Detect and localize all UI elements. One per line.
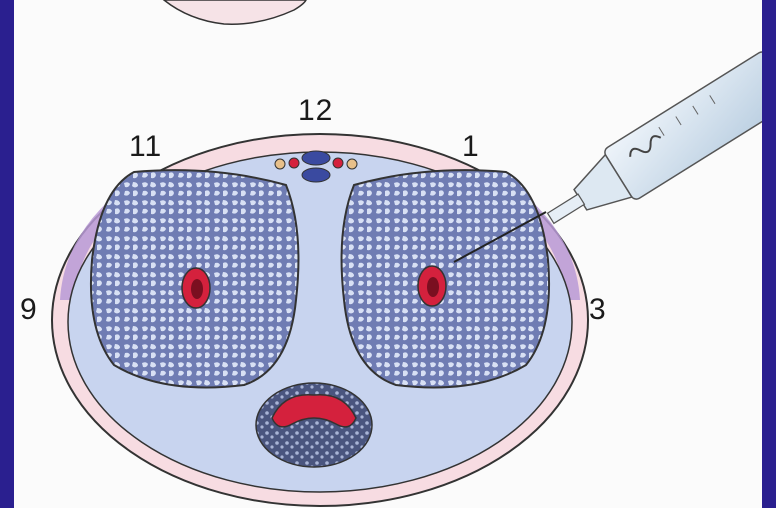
label-11: 11	[129, 130, 162, 164]
illustration-panel: 12 11 1 9 3	[14, 0, 762, 508]
label-1: 1	[462, 130, 480, 164]
label-9: 9	[20, 293, 38, 327]
syringe	[535, 50, 762, 244]
penis-cross-section-diagram	[14, 0, 762, 508]
label-12: 12	[298, 94, 333, 128]
glans-outline	[164, 0, 306, 24]
label-3: 3	[589, 293, 607, 327]
